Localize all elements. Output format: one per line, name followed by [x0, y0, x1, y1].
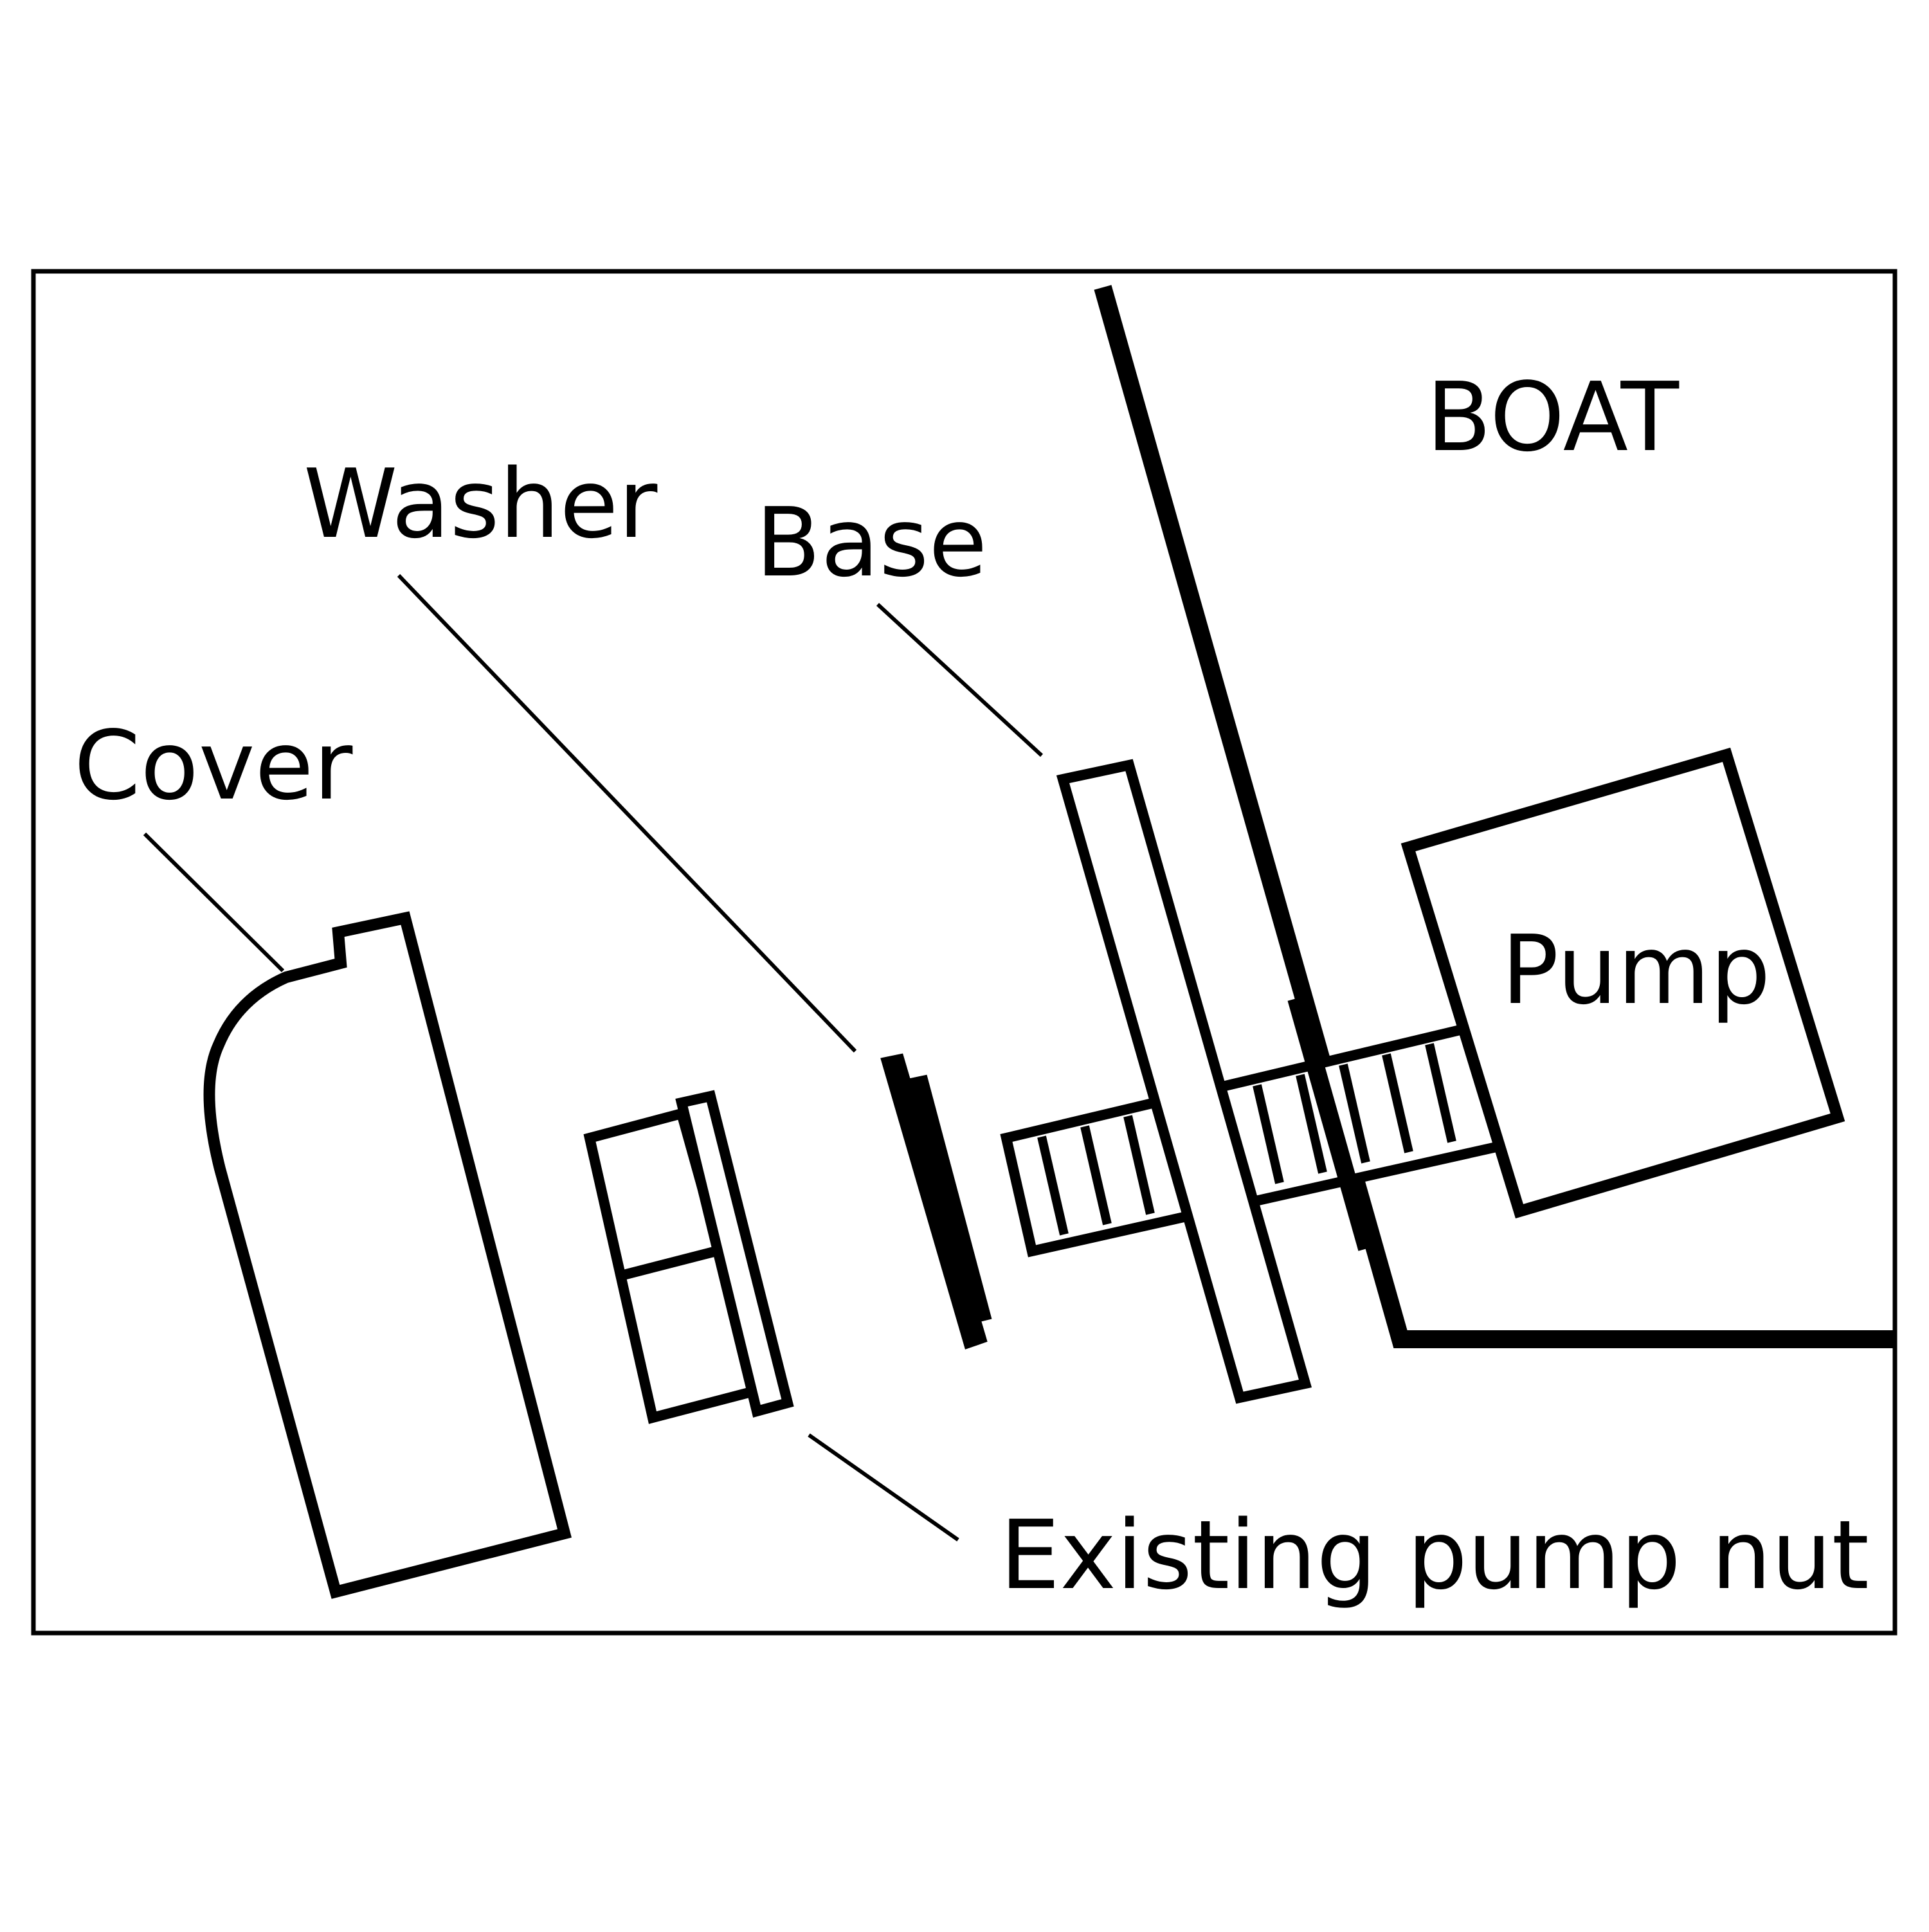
shaft-thread-lines	[1037, 1033, 1499, 1236]
existing-pump-nut-label: Existing pump nut	[1000, 1500, 1869, 1611]
shaft-thread-line	[1037, 1135, 1069, 1236]
washer-label: Washer	[303, 449, 658, 559]
diagram-frame	[31, 269, 1897, 1636]
base-leader-line	[876, 602, 1044, 757]
boat-hull-wall-front	[1287, 996, 1376, 1251]
shaft-thread-line	[1123, 1115, 1155, 1215]
pump-nut-leader-line	[808, 1433, 959, 1542]
base-plate	[1056, 759, 1312, 1404]
shaft-thread-line	[1296, 1074, 1327, 1174]
shaft-thread-line	[1253, 1084, 1284, 1184]
boat-hull-wall	[1094, 285, 1897, 1348]
shaft-thread-line	[1080, 1125, 1112, 1225]
washer-leader-line	[397, 573, 857, 1053]
shaft-thread-line	[1425, 1043, 1456, 1143]
cover-leader-line	[143, 832, 285, 973]
washer-lip	[900, 1074, 992, 1326]
pump-threaded-shaft	[1000, 1020, 1508, 1258]
shaft-thread-line	[1339, 1063, 1370, 1164]
shaft-thread-line	[1382, 1053, 1413, 1153]
existing-pump-nut	[583, 1090, 794, 1424]
cover	[203, 911, 572, 1599]
cover-label: Cover	[74, 710, 353, 821]
base-label: Base	[756, 487, 987, 598]
pump-body	[1400, 747, 1845, 1219]
boat-label: BOAT	[1426, 362, 1680, 473]
pump-label: Pump	[1501, 915, 1771, 1025]
